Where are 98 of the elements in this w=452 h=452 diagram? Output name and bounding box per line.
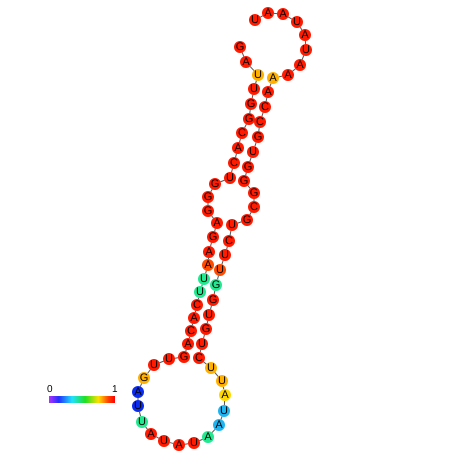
nucleotide-circle: U xyxy=(198,273,210,285)
backbone-line xyxy=(292,68,296,72)
backbone-line xyxy=(174,357,179,359)
backbone-line xyxy=(266,97,268,102)
nucleotide-circle: U xyxy=(148,359,160,371)
nucleotide-circle: C xyxy=(228,157,240,169)
nucleotide-circle: A xyxy=(240,56,252,68)
nucleotide-circle: G xyxy=(245,98,257,110)
backbone-line xyxy=(220,416,222,420)
nucleotide-circle: U xyxy=(163,353,175,365)
nucleotide-circle: U xyxy=(219,249,231,261)
nucleotide-circle: A xyxy=(182,338,194,350)
nucleotide-circle: G xyxy=(242,161,254,173)
backbone-line xyxy=(261,112,264,117)
backbone-line xyxy=(278,76,283,78)
backbone-line xyxy=(258,127,260,132)
nucleotide-circle: U xyxy=(188,437,200,449)
nucleotide-circle: G xyxy=(243,113,255,125)
nucleotide-circle: A xyxy=(188,312,200,324)
nucleotide-circle: U xyxy=(214,264,226,276)
backbone-line xyxy=(237,221,242,224)
nucleotide-circle: U xyxy=(196,338,208,350)
nucleotide-circle: G xyxy=(241,214,253,226)
nucleotide-circle: G xyxy=(238,175,250,187)
nucleotide-circle: C xyxy=(191,299,203,311)
backbone-line xyxy=(270,83,272,87)
nucleotide-circle: C xyxy=(185,325,197,337)
nucleotide-circle: A xyxy=(262,86,274,98)
backbone-line xyxy=(273,12,278,14)
nucleotide-circle: G xyxy=(209,178,221,190)
backbone-line xyxy=(214,290,216,295)
nucleotide-circle: C xyxy=(236,127,248,139)
backbone-line xyxy=(212,428,216,434)
nucleotide-circle: C xyxy=(193,352,205,364)
nucleotide-circle: U xyxy=(291,16,303,28)
nucleotide-circle: A xyxy=(294,59,306,71)
backbone-line xyxy=(254,142,257,147)
scale-tick-label: 0 xyxy=(47,385,53,395)
nucleotide-circle: A xyxy=(262,7,274,19)
nucleotide-circle: A xyxy=(299,29,311,41)
nucleotide-circle: A xyxy=(173,439,185,451)
nucleotide-circle: C xyxy=(254,116,266,128)
nucleotide-circle: U xyxy=(249,14,261,26)
backbone-line xyxy=(249,109,251,114)
nucleotide-circle: U xyxy=(247,146,259,158)
nucleotide-circle: G xyxy=(210,279,222,291)
backbone-line xyxy=(249,157,252,162)
nucleotide-circle: U xyxy=(132,400,144,412)
backbone-line xyxy=(230,230,232,236)
nucleotide-circle: G xyxy=(207,294,219,306)
nucleotide-circle: U xyxy=(252,69,264,81)
nucleotide-circle: U xyxy=(248,83,260,95)
nucleotide-circle: A xyxy=(202,259,214,271)
nucleotide-circle: U xyxy=(226,219,238,231)
nucleotide-circle: A xyxy=(202,431,214,443)
nucleotide-circle: A xyxy=(211,217,223,229)
backbone-line xyxy=(247,185,251,189)
nucleotide-circle: C xyxy=(259,101,271,113)
nucleotide-circle: U xyxy=(224,172,236,184)
nucleotide-circle: U xyxy=(158,435,170,447)
nucleotide-circle: G xyxy=(252,131,264,143)
nucleotide-circle: G xyxy=(207,231,219,243)
nucleotide-circle: A xyxy=(232,142,244,154)
nucleotide-circle: A xyxy=(219,389,231,401)
backbone-line xyxy=(221,260,224,265)
nucleotide-circle: U xyxy=(194,286,206,298)
backbone-line xyxy=(224,400,226,406)
nucleotide-circle: G xyxy=(248,187,260,199)
nucleotide-circle: G xyxy=(178,351,190,363)
nucleotide-circle: A xyxy=(282,69,294,81)
nucleotide-circle: A xyxy=(277,8,289,20)
backbone-line xyxy=(250,66,254,72)
nucleotide-circle: C xyxy=(248,201,260,213)
nucleotide-circle: A xyxy=(267,72,279,84)
nucleotide-circle: G xyxy=(202,205,214,217)
nucleotide-circle: U xyxy=(300,44,312,56)
nucleotide-circle: G xyxy=(200,323,212,335)
backbone-line xyxy=(252,94,254,99)
nucleotide-circle: U xyxy=(203,309,215,321)
nucleotide-circle: G xyxy=(202,191,214,203)
nucleotide-circle: C xyxy=(223,235,235,247)
nucleotide-circle: A xyxy=(213,419,225,431)
backbone-line xyxy=(185,349,187,352)
nucleotide-circle: A xyxy=(132,386,144,398)
nucleotide-circle: U xyxy=(216,375,228,387)
nucleotide-circle: U xyxy=(218,405,230,417)
nucleotide-circle: A xyxy=(203,246,215,258)
nucleotide-circle: G xyxy=(138,372,150,384)
nucleotide-circle: U xyxy=(205,362,217,374)
nucleotide-circle: U xyxy=(136,416,148,428)
backbone-line xyxy=(201,284,203,287)
backbone-line xyxy=(304,40,306,45)
backbone-line xyxy=(184,443,189,445)
backbone-line xyxy=(214,372,219,377)
nucleotide-circle: G xyxy=(234,41,246,53)
nucleotide-circle: A xyxy=(145,428,157,440)
scale-tick-label: 1 xyxy=(112,385,118,395)
backbone-line xyxy=(203,361,207,365)
